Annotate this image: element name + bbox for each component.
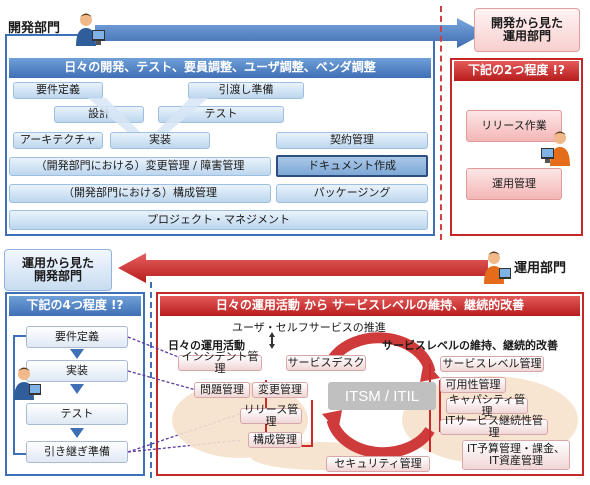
service-level-mgmt: サービスレベル管理 <box>440 356 544 372</box>
dev-bar-bottom: 下記の4つ程度 !? <box>9 296 141 316</box>
item-doc-top: ドキュメント作成 <box>276 155 428 177</box>
person-icon <box>14 367 41 400</box>
service-level-title: サービスレベルの維持、継続的改善 <box>382 339 558 352</box>
dev-dept-label: 開発部門 <box>8 21 61 36</box>
top-arrow <box>95 18 485 48</box>
capacity-mgmt: キャパシティ管理 <box>446 393 528 418</box>
divider-dashed <box>440 6 442 240</box>
item-config-top: （開発部門における）構成管理 <box>9 184 271 203</box>
dev-item-handover: 引き継ぎ準備 <box>26 441 128 463</box>
person-icon <box>484 251 511 284</box>
item-pkg-top: パッケージング <box>276 184 428 203</box>
item-release-top: リリース作業 <box>466 110 562 142</box>
problem-mgmt: 問題管理 <box>194 382 250 398</box>
dev-item-req: 要件定義 <box>26 326 128 348</box>
config-mgmt: 構成管理 <box>248 432 302 448</box>
item-req-top: 要件定義 <box>13 82 103 99</box>
selfservice-label: ユーザ・セルフサービスの推進 <box>232 321 386 334</box>
dev-item-impl: 実装 <box>26 360 128 382</box>
down-arrow <box>70 428 84 438</box>
ops-panel-top <box>450 58 583 236</box>
person-icon <box>541 131 570 166</box>
continuity-mgmt: ITサービス継続性管理 <box>440 414 548 439</box>
finance-asset-mgmt: IT予算管理・課金、 IT資産管理 <box>462 440 570 470</box>
person-icon <box>76 13 105 46</box>
item-handover-top: 引渡し準備 <box>188 82 304 99</box>
item-contract-top: 契約管理 <box>276 132 428 149</box>
item-pm-top: プロジェクト・マネジメント <box>9 210 428 230</box>
availability-mgmt: 可用性管理 <box>440 377 506 393</box>
item-impl-top: 実装 <box>110 132 210 149</box>
item-arch-top: アーキテクチャ <box>13 132 103 149</box>
ops-view-label: 開発から見た 運用部門 <box>474 8 580 52</box>
item-change-top: （開発部門における）変更管理 / 障害管理 <box>9 157 271 176</box>
ops-bar-bottom: 日々の運用活動 から サービスレベルの維持、継続的改善 <box>160 296 580 316</box>
dev-item-test: テスト <box>26 403 128 425</box>
bottom-arrow <box>118 253 488 283</box>
release-mgmt: リリース管理 <box>240 403 302 428</box>
service-desk: サービスデスク <box>286 355 366 371</box>
ops-dept-label: 運用部門 <box>514 261 567 276</box>
v-flow-arrow <box>88 98 208 150</box>
ops-bar-top: 下記の2つ程度 !? <box>454 61 579 81</box>
daily-activity-title: 日々の運用活動 <box>168 339 245 352</box>
down-arrow <box>70 384 84 394</box>
itsm-itil-label: ITSM / ITIL <box>328 382 436 410</box>
change-mgmt: 変更管理 <box>252 382 308 398</box>
divider-dashed-bottom <box>150 282 152 478</box>
dev-view-label: 運用から見た 開発部門 <box>4 249 112 291</box>
item-opsmgmt-top: 運用管理 <box>466 168 562 200</box>
incident-mgmt: インシデント管理 <box>178 350 262 375</box>
security-mgmt: セキュリティ管理 <box>326 456 430 472</box>
down-arrow <box>70 349 84 359</box>
dev-activity-bar: 日々の開発、テスト、要員調整、ユーザ調整、ベンダ調整 <box>9 58 431 78</box>
